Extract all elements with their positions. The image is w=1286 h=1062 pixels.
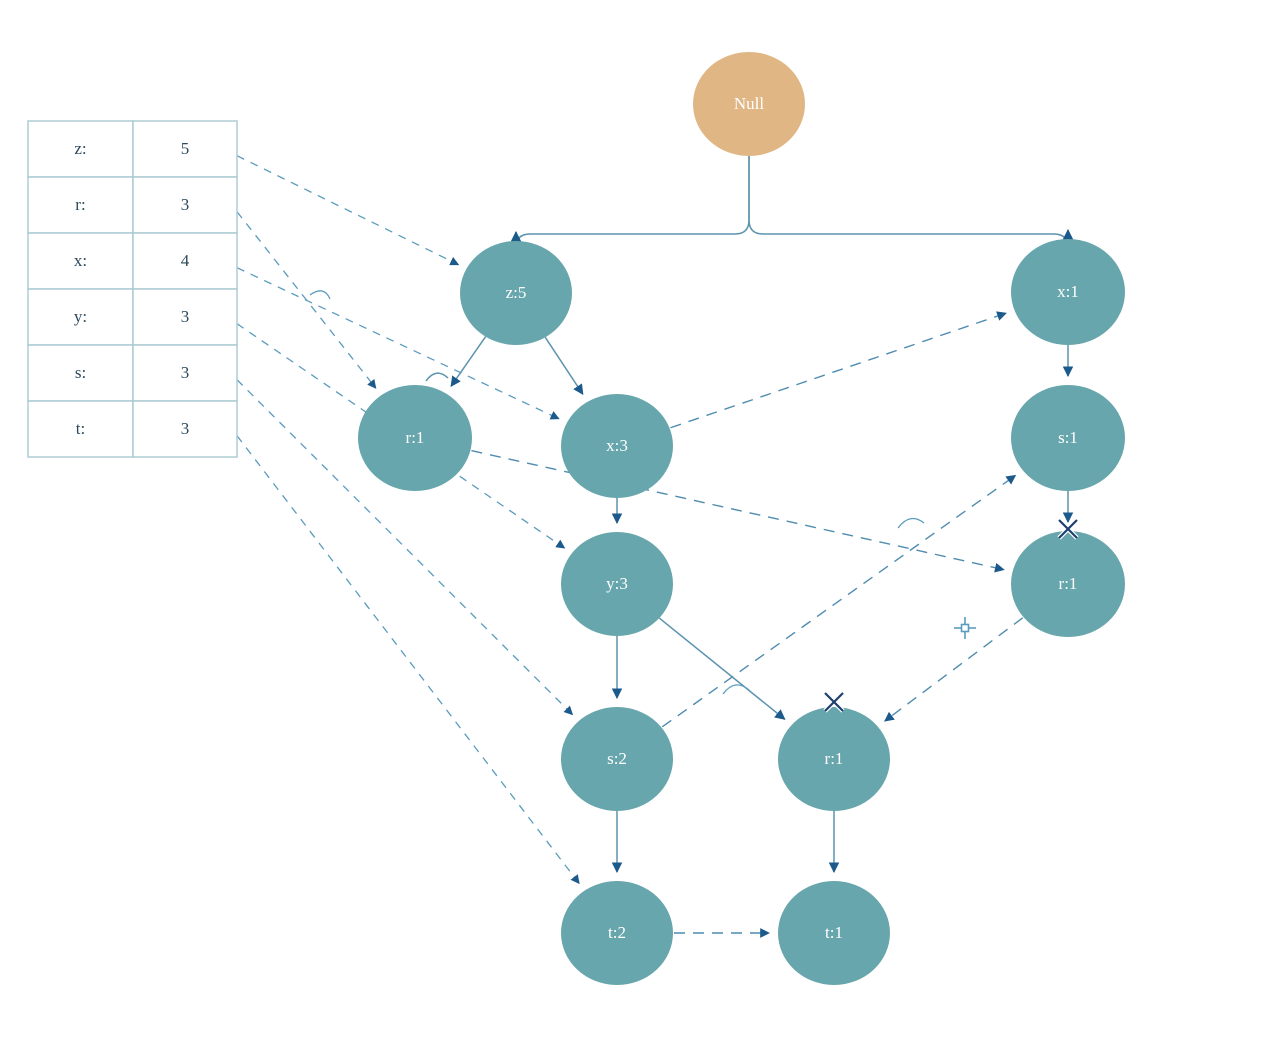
edge-hop-r1a-r1b — [897, 517, 925, 529]
header-table-row[interactable]: s: 3 — [27, 344, 238, 402]
node-circle[interactable] — [1011, 239, 1125, 345]
graph-node-z5[interactable]: z:5 — [460, 241, 572, 345]
node-circle[interactable] — [561, 707, 673, 811]
graph-node-t1[interactable]: t:1 — [778, 881, 890, 985]
x-marker-s1-r1b — [1057, 518, 1079, 540]
edge-hop-header-links — [309, 290, 331, 300]
header-item-label: t: — [76, 419, 85, 438]
header-count-cell[interactable] — [132, 232, 238, 290]
crosshair-cursor — [954, 617, 976, 639]
header-item-label: z: — [74, 139, 86, 158]
graph-node-x3[interactable]: x:3 — [561, 394, 673, 498]
graph-node-s1[interactable]: s:1 — [1011, 385, 1125, 491]
node-circle[interactable] — [460, 241, 572, 345]
node-circle[interactable] — [778, 881, 890, 985]
graph-node-t2[interactable]: t:2 — [561, 881, 673, 985]
header-item-cell[interactable] — [27, 344, 134, 402]
header-link-z[interactable] — [236, 155, 460, 266]
header-count-label: 5 — [181, 139, 190, 158]
node-circle[interactable] — [778, 707, 890, 811]
header-table-row[interactable]: y: 3 — [27, 288, 238, 346]
header-count-cell[interactable] — [132, 400, 238, 458]
marker-layer — [823, 518, 1079, 713]
edge-z5-to-r1a[interactable] — [450, 336, 487, 387]
edge-root-to-x1[interactable] — [748, 156, 1074, 249]
header-item-label: s: — [75, 363, 86, 382]
node-circle[interactable] — [561, 394, 673, 498]
header-link-t[interactable] — [236, 435, 580, 885]
edge-hop-layer — [309, 290, 925, 695]
link-x3-to-x1[interactable] — [670, 311, 1007, 429]
edge-z5-to-x3[interactable] — [544, 336, 584, 396]
edge-root-to-z5[interactable] — [510, 156, 750, 249]
edge-y3-to-r1c[interactable] — [658, 617, 786, 720]
node-circle[interactable] — [561, 532, 673, 636]
node-circle[interactable] — [1011, 385, 1125, 491]
header-item-label: x: — [74, 251, 87, 270]
header-count-label: 3 — [181, 363, 190, 382]
link-r1a-to-r1b[interactable] — [471, 449, 1005, 573]
node-circle[interactable] — [358, 385, 472, 491]
header-table-row[interactable]: t: 3 — [27, 400, 238, 458]
node-circle[interactable] — [1011, 531, 1125, 637]
x-marker-r1b-r1c — [823, 691, 845, 713]
graph-node-r1a[interactable]: r:1 — [358, 385, 472, 491]
node-link-layer — [471, 311, 1024, 938]
graph-node-root[interactable]: Null — [693, 52, 805, 156]
header-count-label: 3 — [181, 195, 190, 214]
header-count-cell[interactable] — [132, 288, 238, 346]
header-item-cell[interactable] — [27, 120, 134, 178]
node-circle[interactable] — [561, 881, 673, 985]
header-count-label: 4 — [181, 251, 190, 270]
header-count-label: 3 — [181, 419, 190, 438]
edge-hop-s2-s1 — [722, 684, 750, 695]
node-circle[interactable] — [693, 52, 805, 156]
link-r1b-to-r1c[interactable] — [884, 617, 1024, 722]
graph-node-r1c[interactable]: r:1 — [778, 707, 890, 811]
header-item-cell[interactable] — [27, 400, 134, 458]
link-s2-to-s1[interactable] — [661, 474, 1017, 728]
header-item-label: y: — [74, 307, 87, 326]
graph-node-s2[interactable]: s:2 — [561, 707, 673, 811]
header-table-row[interactable]: r: 3 — [27, 176, 238, 234]
header-table-row[interactable]: z: 5 — [27, 120, 238, 178]
header-table-layer: z: 5 r: 3 x: 4 y: 3 s: 3 t: 3 — [27, 120, 238, 458]
graph-node-r1b[interactable]: r:1 — [1011, 531, 1125, 637]
header-item-label: r: — [75, 195, 85, 214]
graph-node-x1[interactable]: x:1 — [1011, 239, 1125, 345]
header-count-cell[interactable] — [132, 344, 238, 402]
edge-hop-z5-r1a — [425, 372, 449, 382]
header-count-cell[interactable] — [132, 176, 238, 234]
node-layer: Null z:5 x:1 r:1 x:3 s:1 y:3 r:1 s:2 r:1 t:2 t:1 — [358, 52, 1125, 985]
header-table-row[interactable]: x: 4 — [27, 232, 238, 290]
header-link-s[interactable] — [236, 379, 574, 716]
header-count-label: 3 — [181, 307, 190, 326]
graph-node-y3[interactable]: y:3 — [561, 532, 673, 636]
header-count-cell[interactable] — [132, 120, 238, 178]
